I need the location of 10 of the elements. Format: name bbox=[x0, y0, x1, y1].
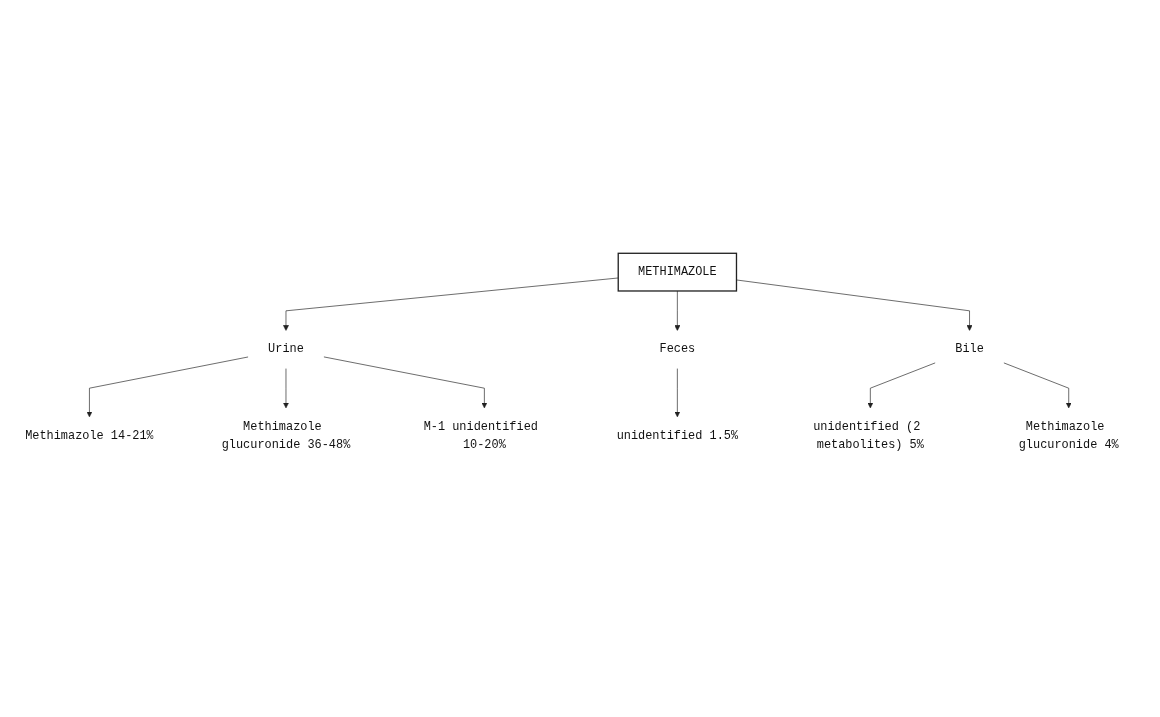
node-text: unidentified (2 metabolites) 5% bbox=[813, 420, 924, 452]
node-text: Methimazole glucuronide 4% bbox=[1018, 420, 1119, 452]
node-text: Urine bbox=[268, 342, 304, 356]
node-text: Bile bbox=[955, 342, 984, 356]
node-box: METHIMAZOLE bbox=[617, 252, 738, 292]
node-text: Methimazole glucuronide 36-48% bbox=[221, 420, 351, 452]
node-text: Methimazole 14-21% bbox=[25, 428, 154, 443]
node-text: unidentified 1.5% bbox=[616, 428, 739, 443]
node-text: M-1 unidentified 10-20% bbox=[423, 420, 538, 452]
node-text: Feces bbox=[659, 342, 696, 356]
